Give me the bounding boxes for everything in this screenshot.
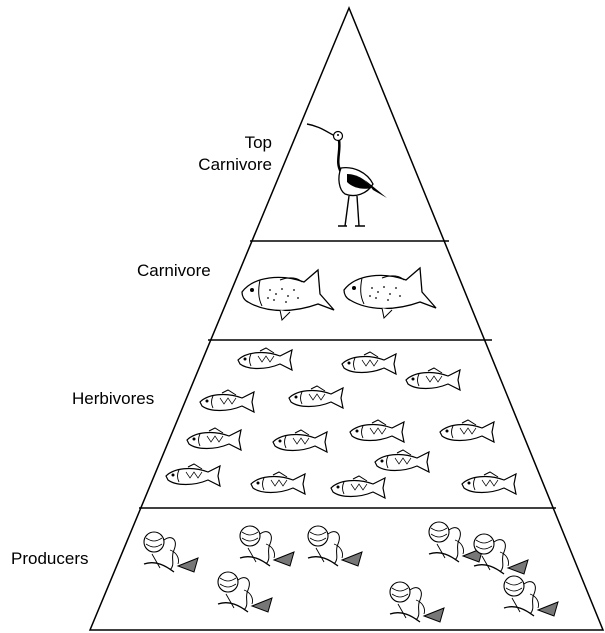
small-fish-illustration bbox=[289, 386, 343, 408]
small-fish-illustration bbox=[251, 472, 305, 494]
plankton-illustration bbox=[504, 576, 558, 616]
label-producers: Producers bbox=[11, 548, 88, 570]
label-line: Carnivore bbox=[160, 154, 272, 176]
plankton-illustration bbox=[218, 572, 272, 612]
label-carnivore: Carnivore bbox=[137, 260, 211, 282]
herbivore-fish-group bbox=[166, 348, 516, 498]
plankton-illustration bbox=[144, 532, 198, 572]
label-line: Herbivores bbox=[72, 389, 154, 408]
producer-plankton-group bbox=[144, 522, 558, 622]
large-fish-illustration bbox=[242, 270, 334, 320]
small-fish-illustration bbox=[331, 476, 385, 498]
pyramid-outline bbox=[90, 8, 603, 630]
plankton-illustration bbox=[390, 582, 444, 622]
small-fish-illustration bbox=[440, 420, 494, 442]
label-herbivores: Herbivores bbox=[72, 388, 154, 410]
large-fish-illustration bbox=[344, 268, 436, 318]
small-fish-illustration bbox=[342, 352, 396, 374]
small-fish-illustration bbox=[462, 472, 516, 494]
bird-illustration bbox=[307, 124, 387, 226]
label-line: Top bbox=[160, 132, 272, 154]
label-line: Producers bbox=[11, 549, 88, 568]
small-fish-illustration bbox=[273, 430, 327, 452]
small-fish-illustration bbox=[406, 368, 460, 390]
small-fish-illustration bbox=[350, 420, 404, 442]
small-fish-illustration bbox=[375, 450, 429, 472]
small-fish-illustration bbox=[166, 464, 220, 486]
plankton-illustration bbox=[308, 526, 362, 566]
small-fish-illustration bbox=[238, 348, 292, 370]
small-fish-illustration bbox=[200, 390, 254, 412]
label-line: Carnivore bbox=[137, 261, 211, 280]
plankton-illustration bbox=[240, 526, 294, 566]
small-fish-illustration bbox=[187, 428, 241, 450]
plankton-illustration bbox=[474, 534, 528, 574]
label-top-carnivore: Top Carnivore bbox=[160, 132, 272, 176]
